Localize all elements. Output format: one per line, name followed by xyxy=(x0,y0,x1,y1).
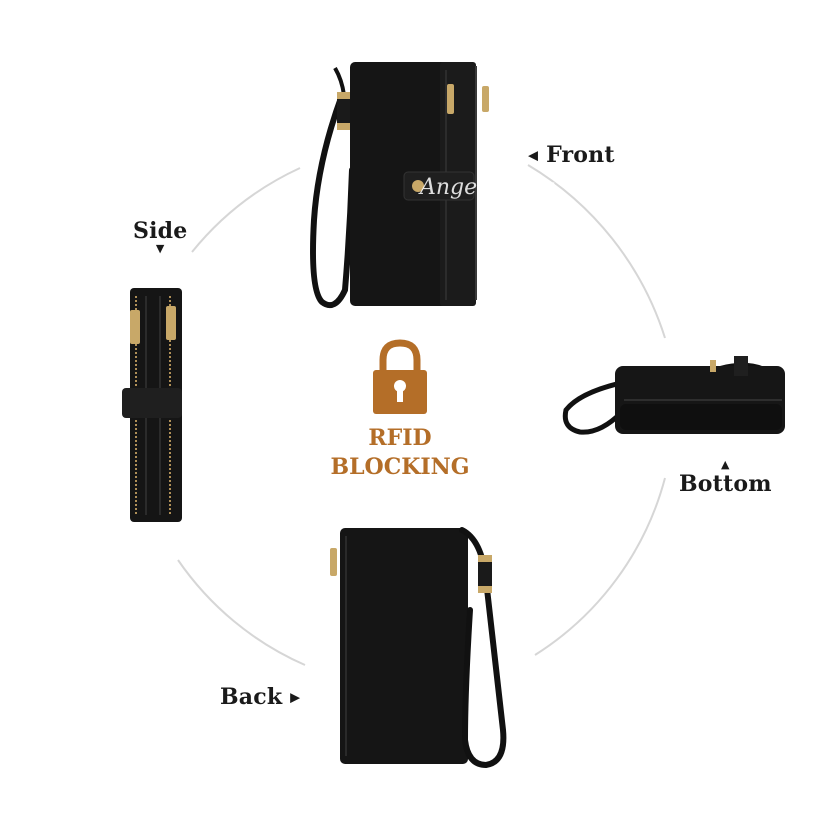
label-front: ◀ Front xyxy=(528,142,615,168)
rfid-line2: BLOCKING xyxy=(330,454,470,480)
watermark-text: Angel NaNa xyxy=(420,175,556,200)
label-bottom-text: Bottom xyxy=(679,471,772,497)
label-side-text: Side xyxy=(133,218,188,244)
rfid-line1: RFID xyxy=(368,425,432,451)
arrow-down-icon: ▼ xyxy=(155,242,165,255)
circle-arc-bottom-left xyxy=(177,559,306,666)
label-front-text: Front xyxy=(546,142,615,168)
label-back: Back ▶ xyxy=(220,684,300,710)
arrow-left-icon: ◀ xyxy=(528,148,539,164)
label-back-text: Back xyxy=(220,684,283,710)
circle-arc-bottom-right xyxy=(534,477,666,656)
arrow-up-icon: ▲ xyxy=(721,458,730,471)
circle-arc-top-left xyxy=(191,167,301,253)
circle-arc-top-right xyxy=(527,164,666,339)
label-side: Side ▼ xyxy=(133,218,187,255)
label-bottom: ▲ Bottom xyxy=(679,458,772,497)
arrow-right-icon: ▶ xyxy=(290,690,301,706)
